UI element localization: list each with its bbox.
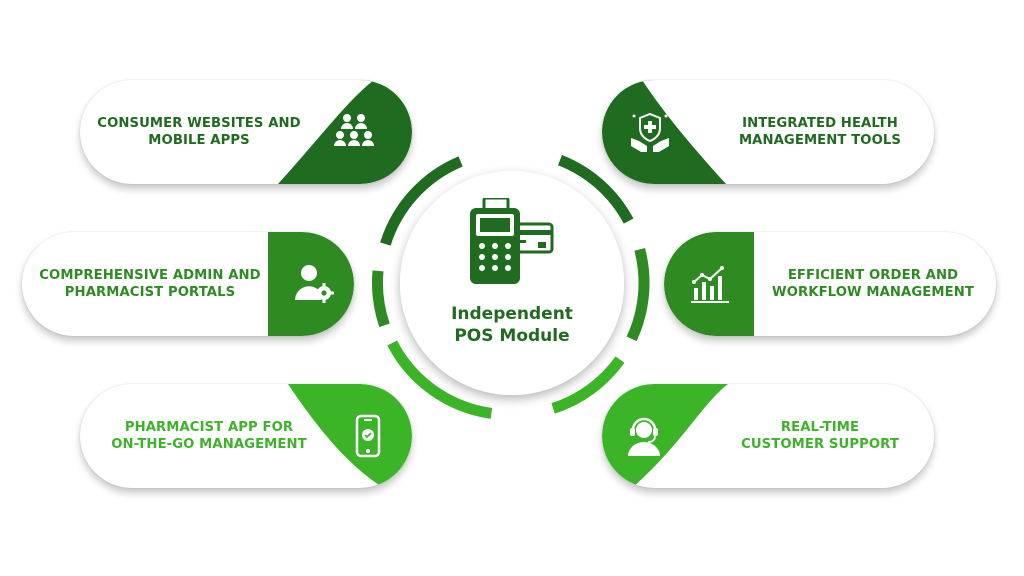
feature-label: Consumer websites and mobile apps bbox=[97, 116, 301, 148]
feature-card-health-tools: Integrated health management tools bbox=[602, 80, 934, 184]
growth-chart-icon bbox=[688, 262, 732, 306]
health-shield-hands-icon bbox=[628, 110, 672, 154]
ring-segment-mid-left bbox=[371, 270, 390, 328]
ring-segment-top-right bbox=[557, 154, 634, 224]
feature-card-admin-portals: Comprehensive admin and pharmacist porta… bbox=[22, 232, 354, 336]
accent-shape bbox=[288, 384, 412, 488]
feature-label: Real-time customer support bbox=[741, 420, 899, 452]
card-accent bbox=[664, 232, 754, 336]
feature-label: Pharmacist app for on-the-go management bbox=[111, 420, 307, 452]
card-accent bbox=[602, 384, 728, 488]
user-gear-icon bbox=[292, 262, 336, 306]
ring-segment-bottom-right bbox=[551, 356, 625, 414]
accent-shape bbox=[278, 80, 412, 184]
ring-segment-mid-right bbox=[626, 248, 650, 342]
card-accent bbox=[288, 384, 412, 488]
feature-card-consumer-websites: Consumer websites and mobile apps bbox=[80, 80, 412, 184]
people-group-icon bbox=[332, 110, 376, 154]
accent-shape bbox=[268, 232, 354, 336]
ring-segment-bottom-left bbox=[387, 340, 493, 419]
accent-shape bbox=[602, 384, 728, 488]
smartphone-check-icon bbox=[346, 414, 390, 458]
feature-card-order-workflow: Efficient order and workflow management bbox=[664, 232, 996, 336]
card-accent bbox=[268, 232, 354, 336]
accent-shape bbox=[664, 232, 754, 336]
hub-ring-segments bbox=[371, 154, 650, 419]
card-accent bbox=[602, 80, 726, 184]
feature-label: Efficient order and workflow management bbox=[772, 268, 974, 300]
feature-label: Integrated health management tools bbox=[738, 116, 902, 148]
headset-agent-icon bbox=[622, 414, 666, 458]
accent-shape bbox=[602, 80, 726, 184]
feature-card-pharmacist-app: Pharmacist app for on-the-go management bbox=[80, 384, 412, 488]
pos-terminal-icon bbox=[464, 196, 556, 286]
feature-label: Comprehensive admin and pharmacist porta… bbox=[39, 268, 261, 300]
feature-card-customer-support: Real-time customer support bbox=[602, 384, 934, 488]
card-accent bbox=[278, 80, 412, 184]
ring-segment-top-left bbox=[380, 156, 463, 246]
hub-title: Independent POS Module bbox=[451, 304, 573, 346]
